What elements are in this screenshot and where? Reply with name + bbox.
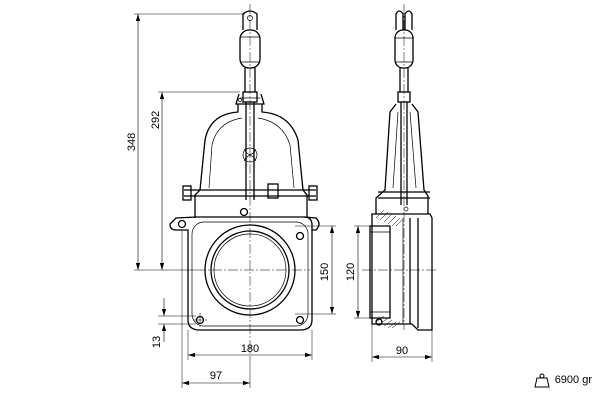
front-flange (169, 207, 320, 331)
dim-height-to-center: 292 (150, 111, 162, 129)
section-hatching (375, 209, 403, 329)
dim-bolt-offset: 13 (151, 336, 163, 348)
weight-info: 6900 gr (534, 372, 592, 388)
weight-value: 6900 gr (554, 374, 592, 386)
weight-icon (534, 373, 550, 388)
dim-overall-height: 348 (126, 133, 138, 151)
bolt-holes (177, 207, 305, 325)
dim-spigot-diameter: 120 (345, 263, 357, 281)
dim-body-depth: 90 (396, 345, 408, 357)
dim-flange-width: 180 (241, 343, 259, 355)
side-body (369, 103, 433, 331)
front-view (169, 4, 320, 358)
side-view (362, 4, 438, 331)
dimensions: 348 292 150 120 180 90 97 (126, 13, 433, 388)
dim-half-width: 97 (210, 370, 222, 382)
dim-port-bore: 150 (319, 263, 331, 281)
